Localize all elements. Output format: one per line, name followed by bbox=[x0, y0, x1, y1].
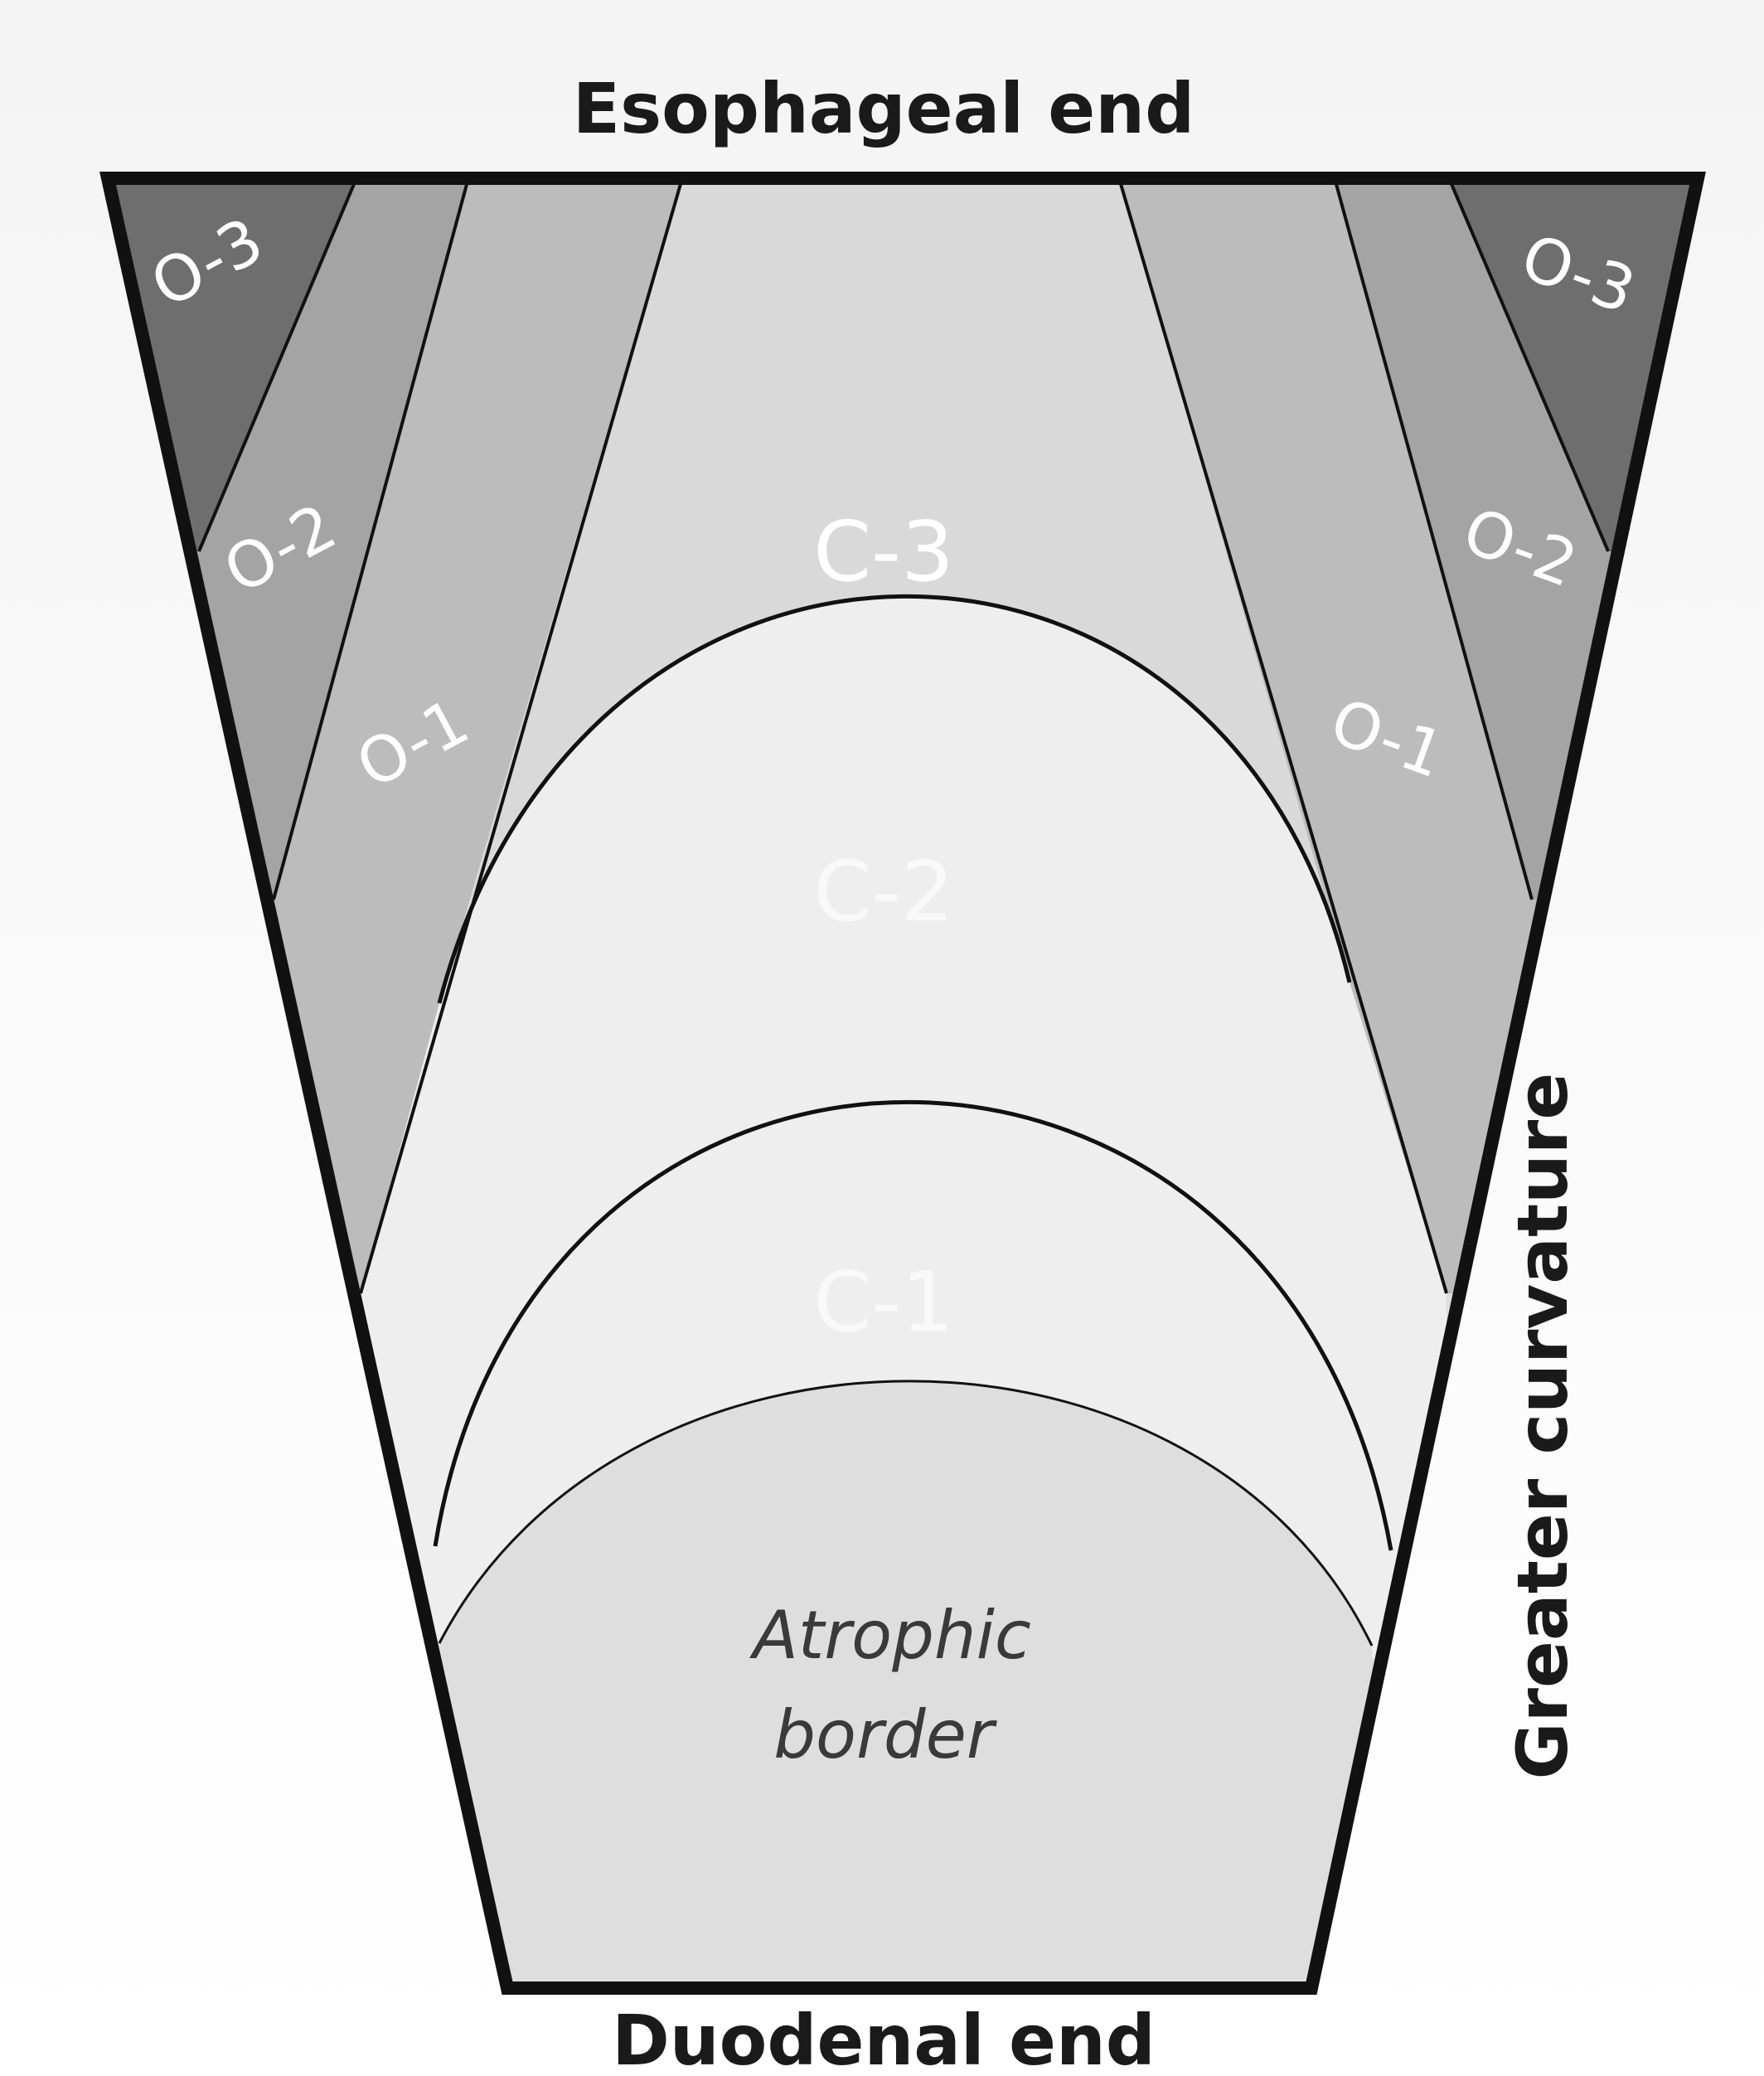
duodenal-end-label: Duodenal end bbox=[612, 2000, 1156, 2076]
zone-boundaries bbox=[197, 178, 1610, 1647]
zone-label-c1: C-1 bbox=[813, 1254, 954, 1351]
zone-label-c2: C-2 bbox=[813, 843, 954, 940]
zone-label-c3: C-3 bbox=[813, 503, 954, 600]
zone-c3 bbox=[439, 178, 1350, 1003]
esophageal-end-label: Esophageal end bbox=[573, 68, 1195, 149]
stomach-outline bbox=[99, 172, 1706, 1995]
zone-atrophic-border bbox=[439, 1381, 1372, 1988]
atrophic-label-line1: Atrophic bbox=[749, 1597, 1031, 1674]
greater-curvature-label: Greater curvature bbox=[1502, 1073, 1583, 1780]
atrophic-label-line2: border bbox=[773, 1696, 998, 1773]
